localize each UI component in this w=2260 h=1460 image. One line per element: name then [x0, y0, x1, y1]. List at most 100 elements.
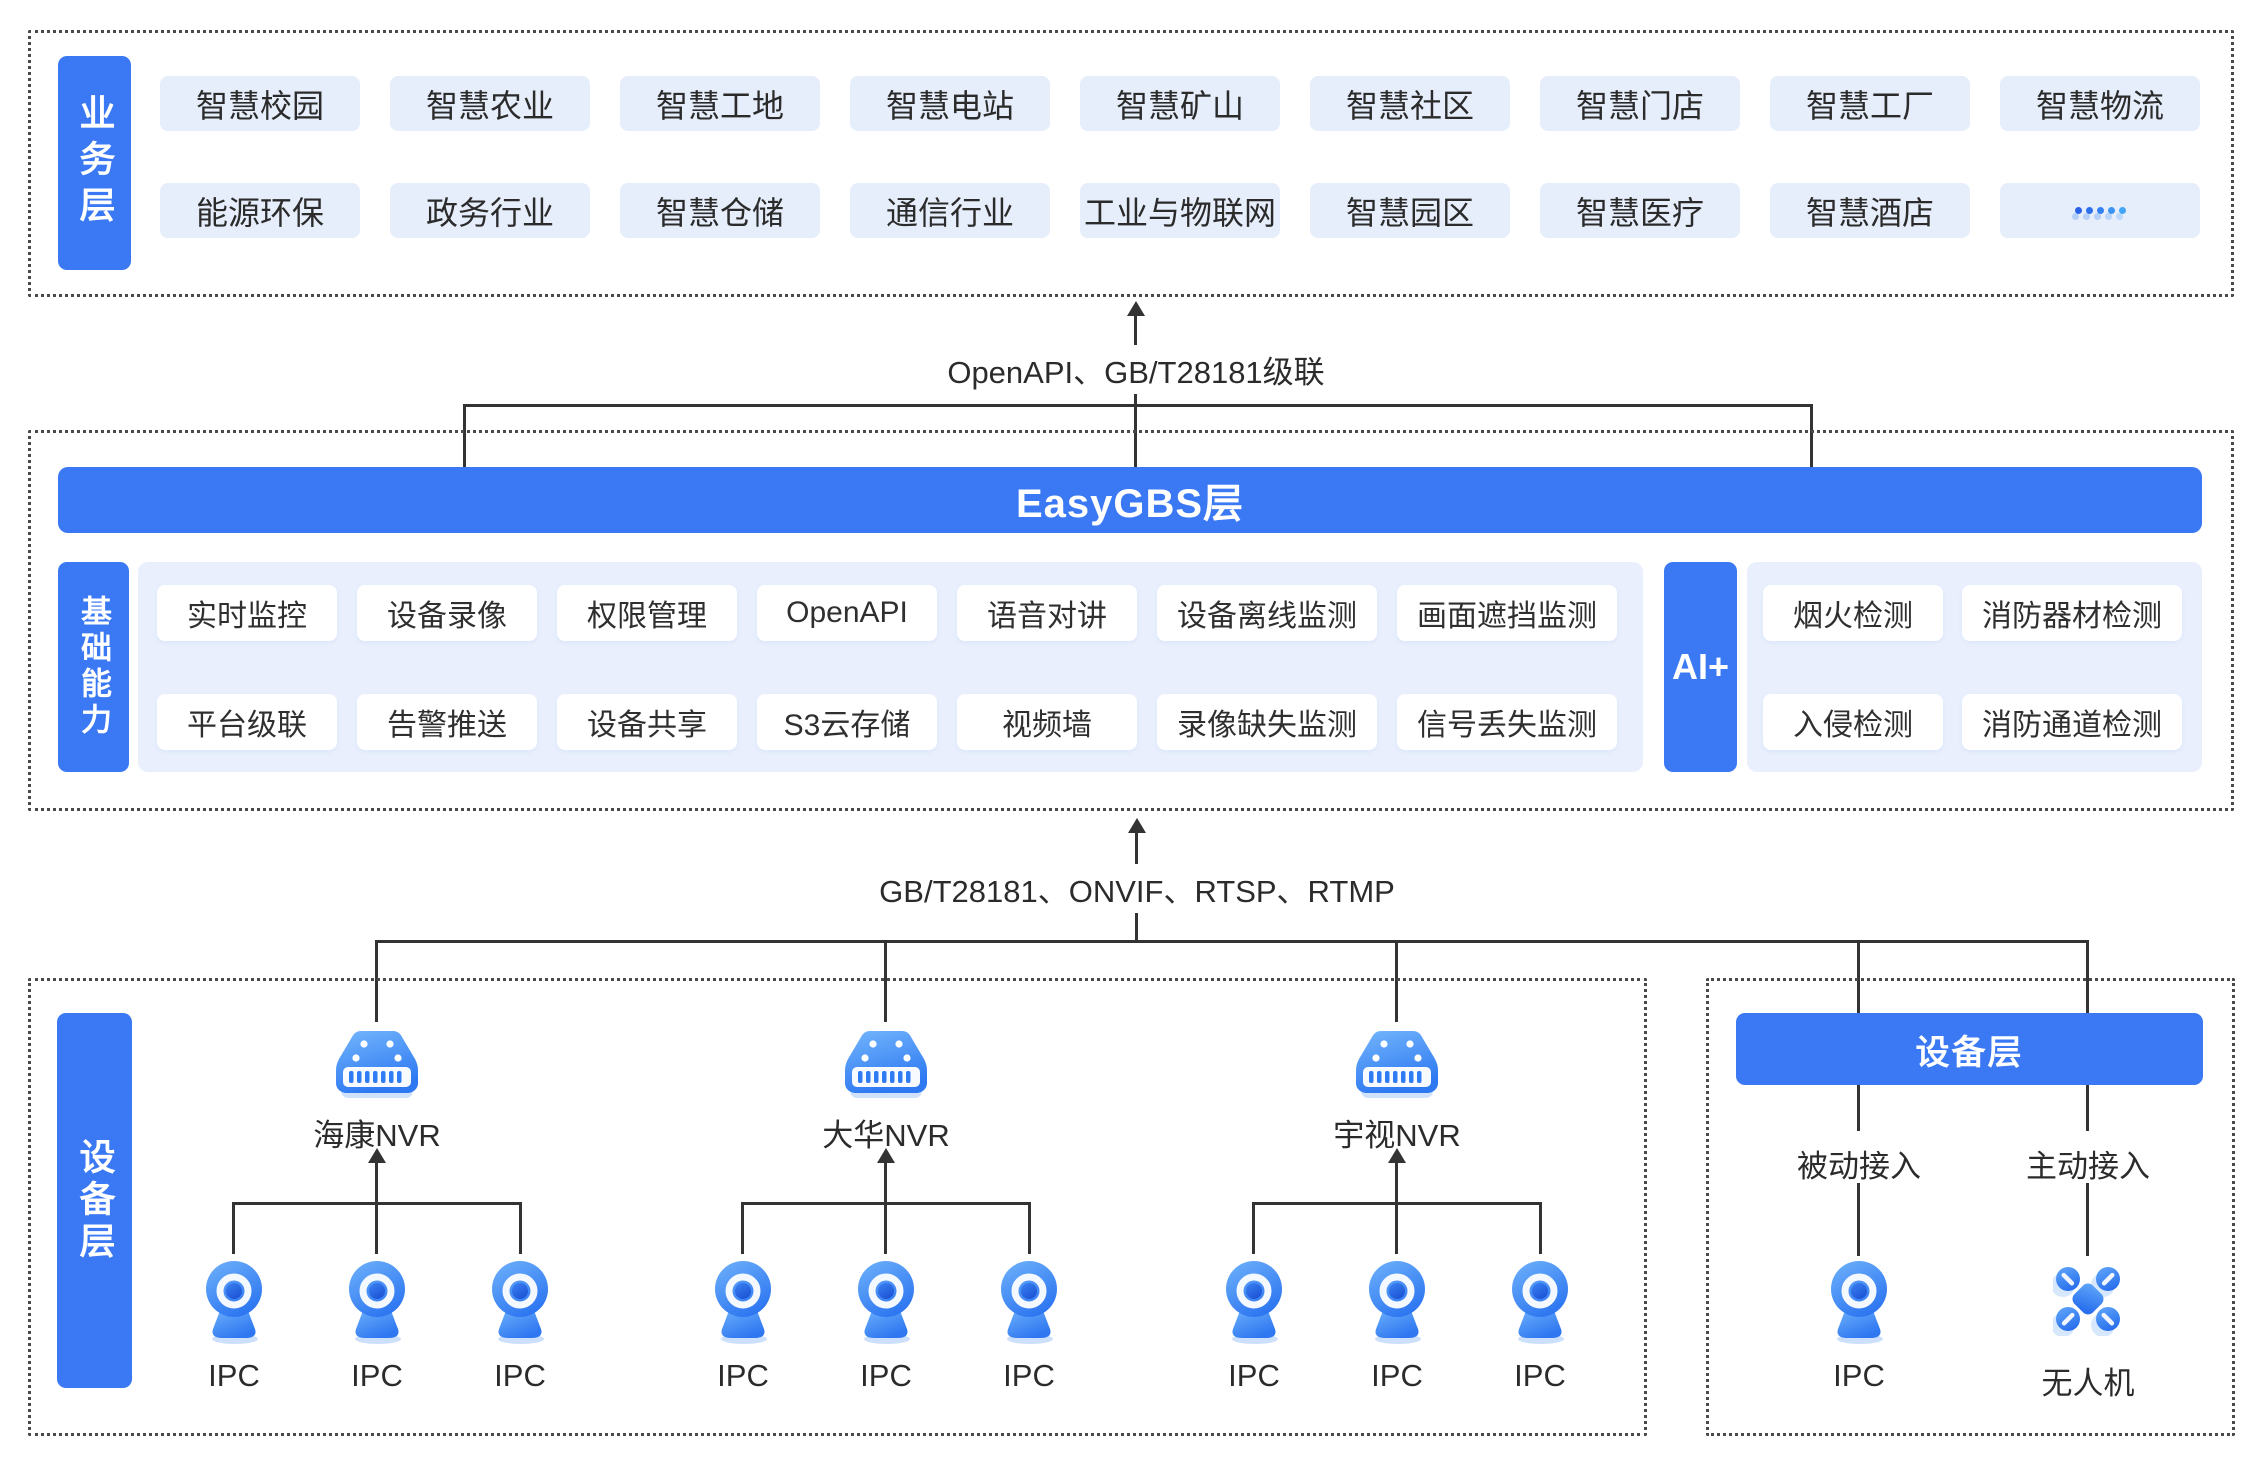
- biz-item: 智慧园区: [1310, 183, 1510, 238]
- capability-item: 录像缺失监测: [1157, 694, 1377, 750]
- ipc-label: IPC: [351, 1358, 403, 1393]
- ipc-label: IPC: [1228, 1358, 1280, 1393]
- biz-item: 智慧工厂: [1770, 76, 1970, 131]
- nvr-icon: [333, 1028, 421, 1102]
- drop-nvr-1: [375, 940, 378, 1022]
- device-layer-right-box: [1706, 978, 2235, 1436]
- ipc-icon: [200, 1258, 268, 1346]
- easygbs-banner-text: EasyGBS层: [1015, 482, 1245, 526]
- biz-item: 智慧矿山: [1080, 76, 1280, 131]
- easygbs-banner: EasyGBS层: [58, 467, 2202, 533]
- business-layer-box: [28, 30, 2234, 297]
- ipc-label: IPC: [1514, 1358, 1566, 1393]
- ai-item: 烟火检测: [1763, 585, 1943, 641]
- top-connector-label: OpenAPI、GB/T28181级联: [933, 345, 1339, 394]
- ipc-label: IPC: [494, 1358, 546, 1393]
- biz-item: 智慧社区: [1310, 76, 1510, 131]
- device-layer-banner-text: 设备层: [1915, 1033, 2024, 1072]
- capability-item: 设备离线监测: [1157, 585, 1377, 641]
- ipc-drop: [1252, 1202, 1255, 1254]
- device-layer-box: [28, 978, 1647, 1436]
- active-link-bottom: [2086, 1183, 2089, 1256]
- ipc-drop: [884, 1202, 887, 1254]
- capability-item: 语音对讲: [957, 585, 1137, 641]
- ipc-drop: [1395, 1202, 1398, 1254]
- business-layer-label: 业务层: [58, 56, 131, 270]
- ipc-label: IPC: [717, 1358, 769, 1393]
- device-bus-line: [376, 940, 2089, 943]
- active-access-label: 主动接入: [2026, 1149, 2150, 1184]
- ipc-icon: [1220, 1258, 1288, 1346]
- biz-item: 智慧医疗: [1540, 183, 1740, 238]
- device-layer-label-text: 设备层: [74, 1137, 116, 1264]
- drop-nvr-2: [884, 940, 887, 1022]
- nvr-arrow-shaft: [884, 1161, 887, 1204]
- top-bracket-left-drop: [463, 404, 466, 467]
- nvr-arrow-shaft: [1395, 1161, 1398, 1204]
- biz-item: 政务行业: [390, 183, 590, 238]
- drop-active: [2086, 940, 2089, 1013]
- biz-item: 智慧门店: [1540, 76, 1740, 131]
- capability-item: 设备共享: [557, 694, 737, 750]
- passive-link-bottom: [1857, 1183, 1860, 1256]
- nvr-name: 海康NVR: [313, 1118, 441, 1153]
- capabilities-label-text: 基础能力: [76, 595, 111, 739]
- ai-item: 入侵检测: [1763, 694, 1943, 750]
- biz-item: 智慧仓储: [620, 183, 820, 238]
- capability-item: 实时监控: [157, 585, 337, 641]
- ipc-icon: [486, 1258, 554, 1346]
- ai-item: 消防器材检测: [1962, 585, 2182, 641]
- ipc-icon: [1825, 1258, 1893, 1346]
- drone-icon: [2053, 1264, 2123, 1336]
- biz-item-more: [2000, 183, 2200, 238]
- top-connector-arrowhead: [1127, 301, 1145, 316]
- biz-item: 智慧电站: [850, 76, 1050, 131]
- ipc-drop: [375, 1202, 378, 1254]
- ipc-label: IPC: [860, 1358, 912, 1393]
- capability-item: 权限管理: [557, 585, 737, 641]
- nvr-name: 宇视NVR: [1333, 1118, 1461, 1153]
- biz-item: 智慧农业: [390, 76, 590, 131]
- capabilities-label: 基础能力: [58, 562, 129, 772]
- capability-item: 平台级联: [157, 694, 337, 750]
- active-device-label: 无人机: [2041, 1366, 2135, 1401]
- capability-item: 画面遮挡监测: [1397, 585, 1617, 641]
- ipc-label: IPC: [1371, 1358, 1423, 1393]
- capability-item: 视频墙: [957, 694, 1137, 750]
- passive-device-label: IPC: [1833, 1358, 1885, 1393]
- ipc-label: IPC: [1003, 1358, 1055, 1393]
- easygbs-layer-box: [28, 430, 2234, 811]
- ipc-drop: [232, 1202, 235, 1254]
- active-link-top: [2086, 1085, 2089, 1131]
- device-layer-banner: 设备层: [1736, 1013, 2203, 1085]
- biz-item: 智慧物流: [2000, 76, 2200, 131]
- business-layer-label-text: 业务层: [74, 94, 116, 232]
- ipc-drop: [519, 1202, 522, 1254]
- capability-item: 设备录像: [357, 585, 537, 641]
- ipc-icon: [709, 1258, 777, 1346]
- ipc-icon: [343, 1258, 411, 1346]
- biz-item: 智慧工地: [620, 76, 820, 131]
- ai-label-text: AI+: [1671, 646, 1730, 687]
- biz-item: 智慧校园: [160, 76, 360, 131]
- nvr-name: 大华NVR: [822, 1118, 950, 1153]
- ipc-icon: [1506, 1258, 1574, 1346]
- top-bracket-right-drop: [1810, 404, 1813, 467]
- ai-label: AI+: [1664, 562, 1737, 772]
- ipc-icon: [1363, 1258, 1431, 1346]
- capability-item: 信号丢失监测: [1397, 694, 1617, 750]
- biz-item: 智慧酒店: [1770, 183, 1970, 238]
- nvr-arrowhead: [368, 1148, 386, 1163]
- ipc-drop: [1539, 1202, 1542, 1254]
- biz-item: 通信行业: [850, 183, 1050, 238]
- capability-item: S3云存储: [757, 694, 937, 750]
- nvr-icon: [842, 1028, 930, 1102]
- ipc-icon: [995, 1258, 1063, 1346]
- biz-item: 能源环保: [160, 183, 360, 238]
- device-layer-label: 设备层: [57, 1013, 132, 1388]
- ipc-icon: [852, 1258, 920, 1346]
- top-bracket-line: [463, 404, 1813, 407]
- nvr-icon: [1353, 1028, 1441, 1102]
- bottom-connector-arrowhead: [1128, 818, 1146, 833]
